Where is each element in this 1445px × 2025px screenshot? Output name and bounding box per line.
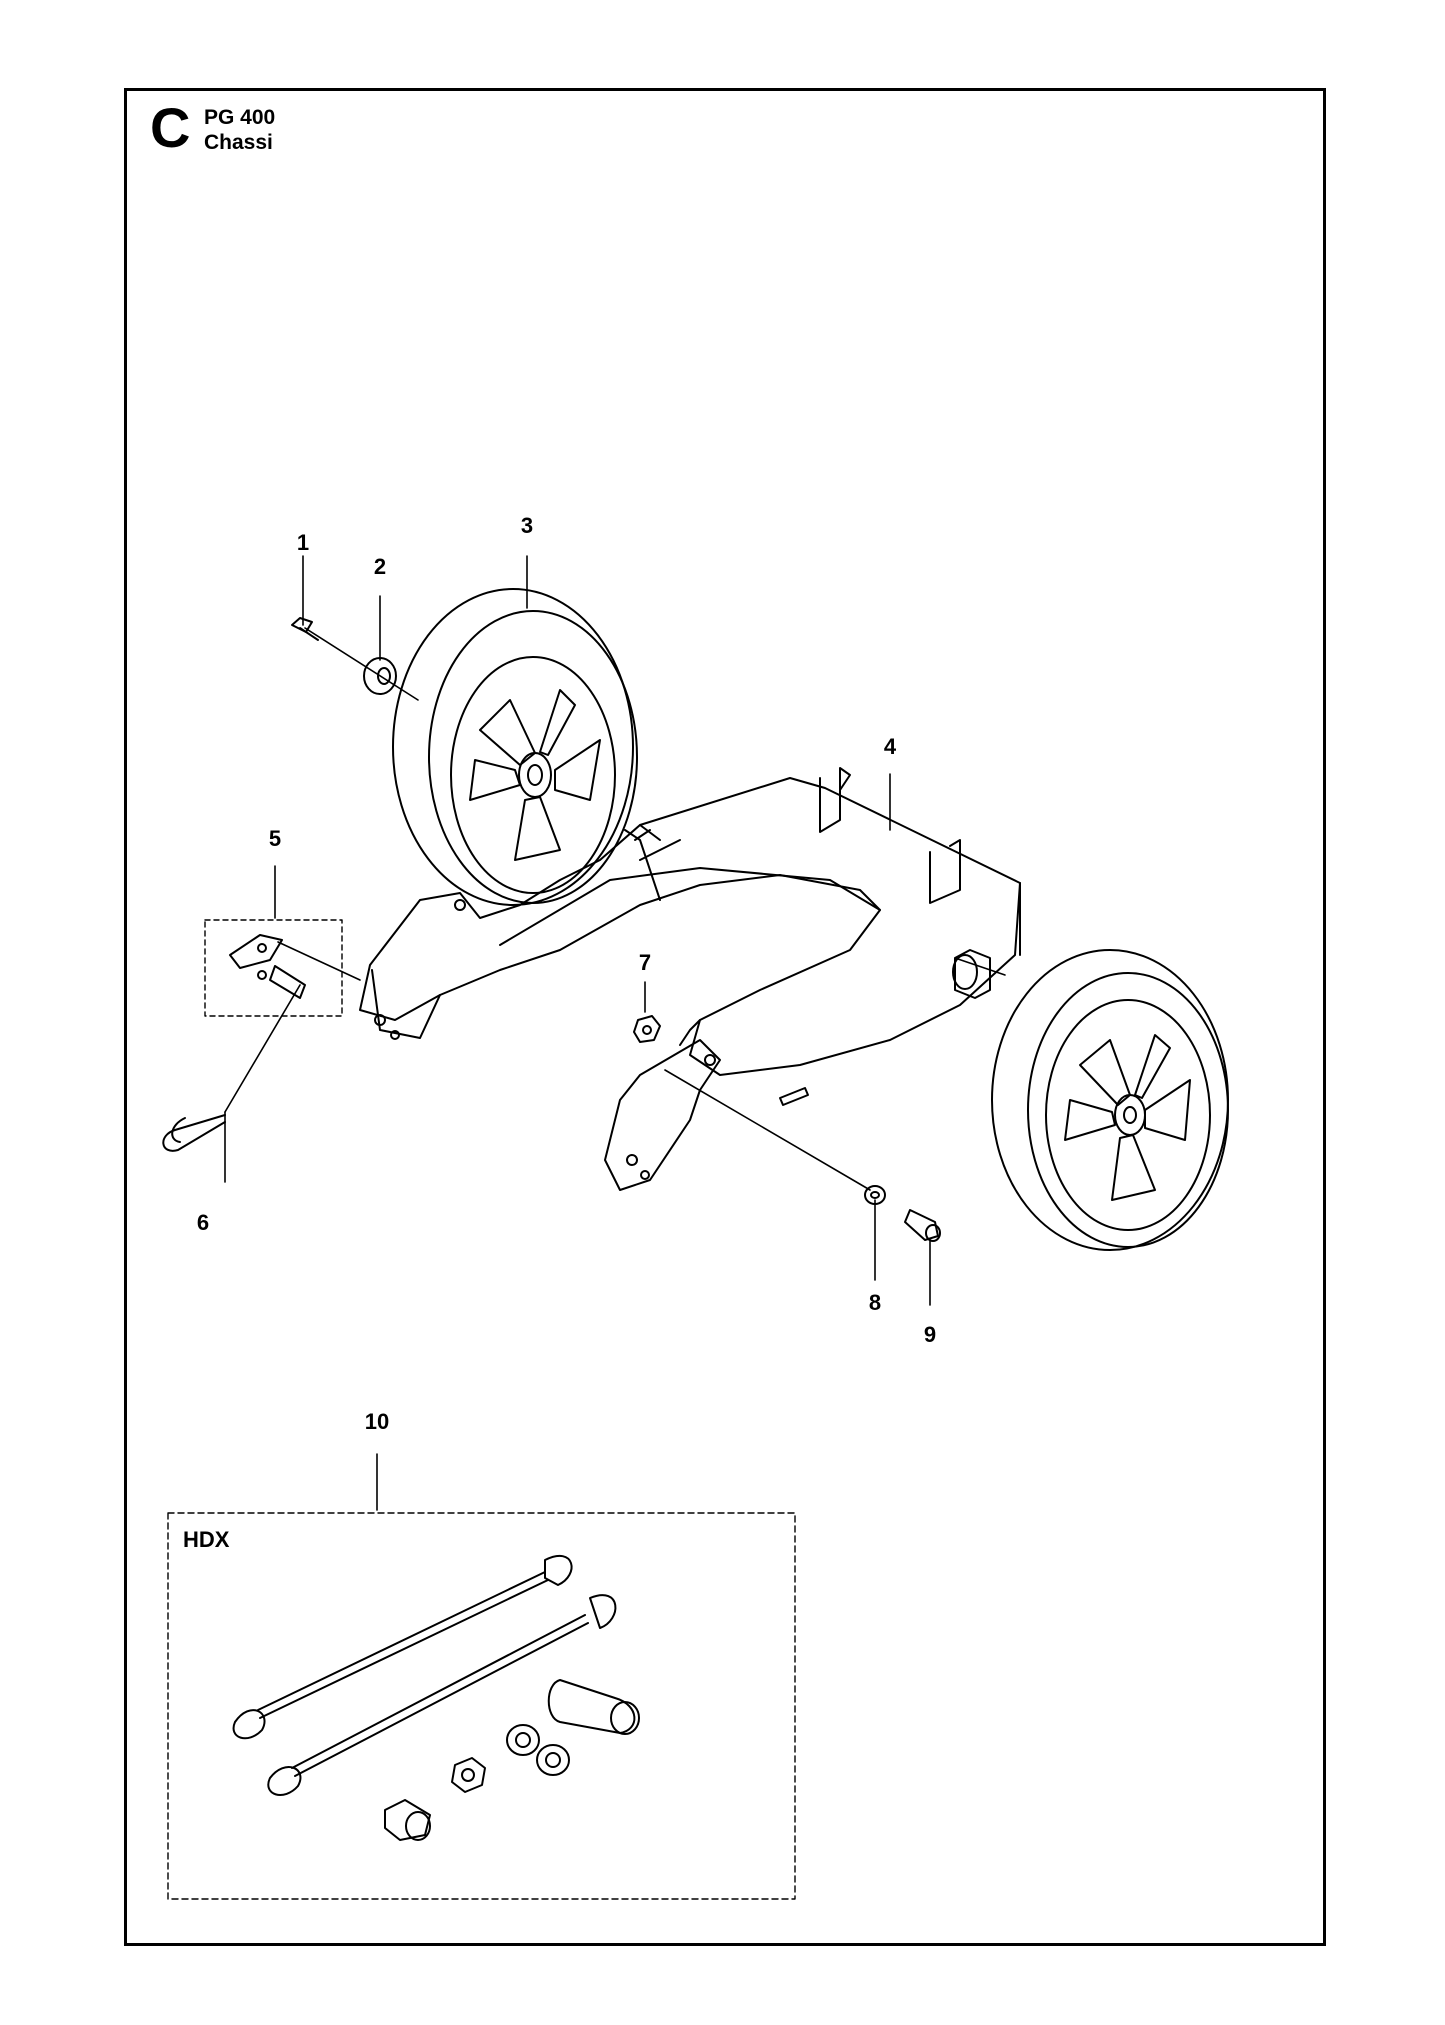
callout-8: 8	[868, 1290, 882, 1315]
model-name: PG 400	[204, 106, 276, 129]
part-1-bolt	[291, 617, 319, 641]
callout-9: 9	[923, 1322, 937, 1347]
part-3-wheel	[392, 588, 638, 906]
part-6-hair-pin	[162, 1114, 226, 1152]
callout-5: 5	[268, 826, 282, 851]
callout-6: 6	[196, 1210, 210, 1235]
part-5-pin-assembly	[204, 919, 343, 1017]
callout-7: 7	[638, 950, 652, 975]
leader-lines	[224, 555, 1006, 1511]
callout-2: 2	[373, 554, 387, 579]
part-7-nut	[633, 1015, 661, 1043]
kit-label: HDX	[183, 1527, 230, 1552]
part-8-washer	[864, 1185, 886, 1205]
page-frame	[124, 88, 1326, 1946]
part-10-hdx-kit	[167, 1512, 796, 1900]
part-2-washer	[363, 657, 397, 695]
callout-1: 1	[296, 530, 310, 555]
part-9-bolt	[904, 1209, 941, 1242]
callout-4: 4	[883, 734, 897, 759]
right-wheel	[952, 949, 1229, 1251]
callout-3: 3	[520, 513, 534, 538]
section-letter: C	[150, 96, 191, 159]
part-4-chassis-frame	[359, 767, 1021, 1191]
diagram-title: Chassi	[204, 131, 273, 154]
callout-10: 10	[364, 1409, 390, 1434]
